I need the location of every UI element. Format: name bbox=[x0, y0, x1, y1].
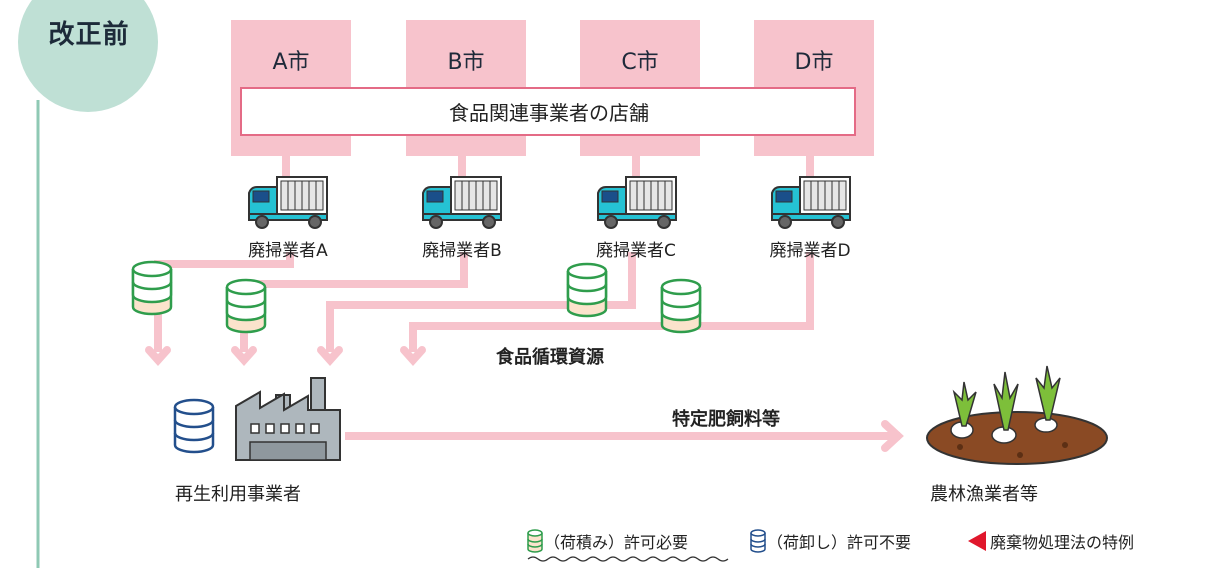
hauler-label-b: 廃掃業者B bbox=[422, 241, 502, 261]
farmer-label: 農林漁業者等 bbox=[930, 484, 1038, 505]
badge-circle bbox=[18, 0, 158, 112]
wavy-underline bbox=[527, 556, 729, 562]
legend-permit-not-required: （荷卸し）許可不要 bbox=[767, 533, 912, 552]
truck-icon bbox=[248, 176, 328, 229]
permit-drum-icon bbox=[225, 278, 267, 334]
permit-drum-icon bbox=[566, 262, 608, 318]
legend-green-drum-icon bbox=[527, 529, 543, 553]
factory-icon bbox=[235, 377, 341, 461]
city-label-b: B市 bbox=[447, 50, 485, 75]
stores-box bbox=[240, 87, 856, 136]
product-label: 特定肥飼料等 bbox=[672, 409, 780, 430]
stores-label: 食品関連事業者の店舗 bbox=[449, 101, 649, 125]
city-label-c: C市 bbox=[621, 50, 659, 75]
permit-drum-icon bbox=[660, 278, 702, 334]
recycler-label: 再生利用事業者 bbox=[175, 484, 301, 505]
permit-drum-icon bbox=[131, 260, 173, 316]
no-permit-drum-icon bbox=[173, 398, 215, 454]
city-label-a: A市 bbox=[272, 50, 310, 75]
truck-icon bbox=[597, 176, 677, 229]
badge-label: 改正前 bbox=[48, 20, 130, 50]
city-label-d: D市 bbox=[794, 50, 834, 75]
legend-blue-drum-icon bbox=[750, 529, 766, 553]
hauler-label-c: 廃掃業者C bbox=[596, 241, 676, 261]
special-case-triangle-icon bbox=[968, 531, 986, 551]
legend-permit-required: （荷積み）許可必要 bbox=[544, 533, 689, 552]
resource-label: 食品循環資源 bbox=[496, 347, 604, 368]
flow-arrowheads bbox=[149, 350, 904, 452]
truck-icon bbox=[422, 176, 502, 229]
legend-special-case: 廃棄物処理法の特例 bbox=[990, 533, 1135, 552]
hauler-label-d: 廃掃業者D bbox=[769, 241, 851, 261]
farm-field-icon bbox=[926, 365, 1108, 465]
truck-icon bbox=[771, 176, 851, 229]
hauler-label-a: 廃掃業者A bbox=[248, 241, 328, 261]
